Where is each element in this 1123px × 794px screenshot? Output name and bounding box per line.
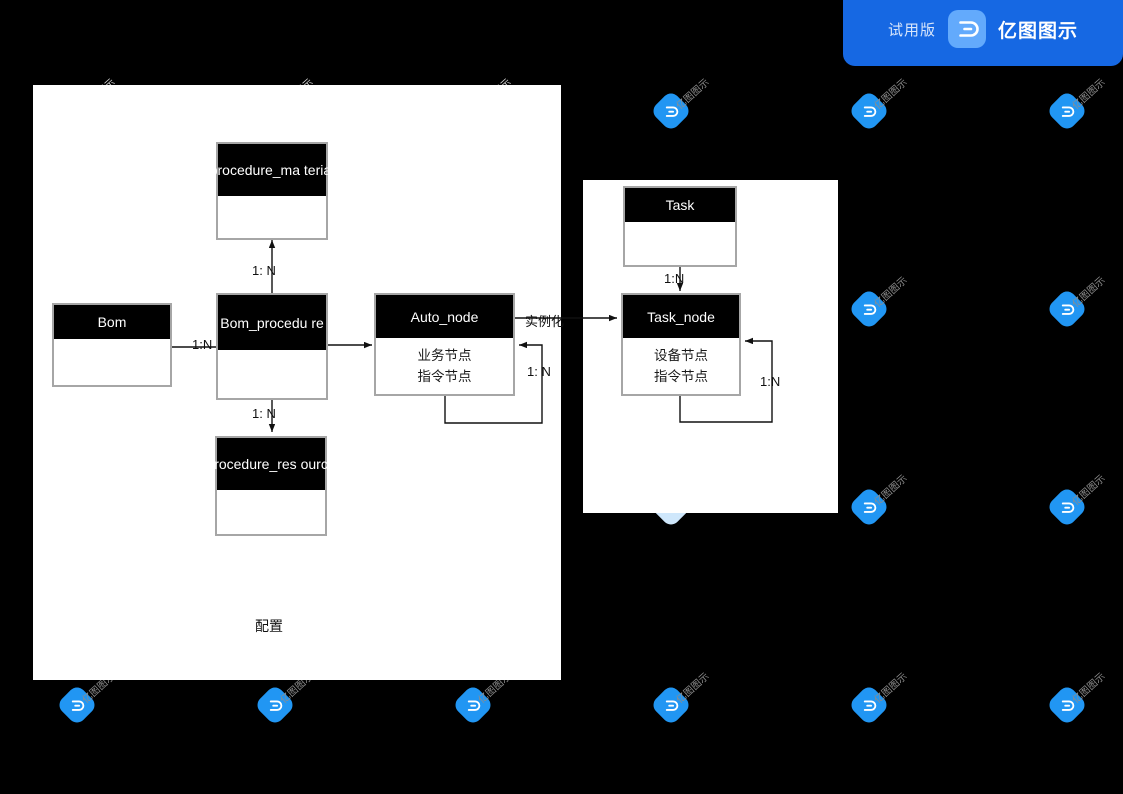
watermark: 亿图图示 bbox=[1045, 77, 1114, 133]
entity-task-node[interactable]: Task_node 设备节点 指令节点 bbox=[621, 293, 741, 396]
trial-banner[interactable]: 试用版 亿图图示 bbox=[843, 0, 1123, 66]
eddx-watermark-icon bbox=[1045, 89, 1089, 133]
entity-title-line1: Bom_procedu bbox=[220, 314, 308, 331]
eddx-watermark-icon bbox=[847, 89, 891, 133]
entity-body-line: 业务节点 bbox=[417, 348, 472, 363]
entity-body-line: 设备节点 bbox=[654, 348, 708, 363]
watermark: 亿图图示 bbox=[649, 671, 718, 727]
entity-header: Auto_node bbox=[376, 295, 513, 338]
entity-title-line1: procedure_ma bbox=[209, 162, 301, 178]
entity-title-line1: procedure_res bbox=[206, 456, 297, 472]
entity-header: procedure_ma terial bbox=[210, 144, 334, 196]
watermark: 亿图图示 bbox=[649, 77, 718, 133]
eddx-logo-icon bbox=[948, 10, 986, 48]
entity-title-line2: terial bbox=[303, 162, 335, 178]
watermark-text: 亿图图示 bbox=[674, 671, 712, 706]
watermark-text: 亿图图示 bbox=[674, 77, 712, 112]
watermark: 亿图图示 bbox=[1045, 275, 1114, 331]
entity-body-line: 指令节点 bbox=[654, 369, 708, 384]
entity-header: Task_node bbox=[623, 295, 739, 338]
watermark-text: 亿图图示 bbox=[872, 275, 910, 310]
entity-body bbox=[218, 350, 326, 398]
watermark: 亿图图示 bbox=[847, 275, 916, 331]
connector-label-task-to-task-node: 1:N bbox=[664, 271, 685, 286]
connector-label-instantiate: 实例化 bbox=[525, 314, 565, 329]
entity-body-line: 指令节点 bbox=[417, 369, 472, 384]
watermark: 亿图图示 bbox=[847, 671, 916, 727]
entity-body: 业务节点 指令节点 bbox=[376, 338, 513, 394]
entity-procedure-material[interactable]: procedure_ma terial bbox=[210, 142, 334, 240]
trial-label: 试用版 bbox=[887, 21, 936, 39]
entity-title: Bom bbox=[97, 314, 127, 330]
entity-body bbox=[625, 222, 735, 265]
connector-label-bom-to-bom-procedure: 1:N bbox=[192, 337, 213, 352]
entity-bom-procedure[interactable]: Bom_procedu re bbox=[216, 293, 328, 400]
eddx-watermark-icon bbox=[847, 287, 891, 331]
entity-body bbox=[217, 490, 325, 534]
entity-task[interactable]: Task bbox=[623, 186, 737, 267]
configuration-note-label: 配置 bbox=[255, 618, 283, 634]
connector-label-bom-procedure-material: 1: N bbox=[252, 263, 276, 278]
entity-procedure-resource[interactable]: procedure_res ource bbox=[206, 436, 336, 536]
eddx-watermark-icon bbox=[1045, 683, 1089, 727]
eddx-watermark-icon bbox=[451, 683, 495, 727]
eddx-watermark-icon bbox=[649, 683, 693, 727]
entity-header: Task bbox=[625, 188, 735, 222]
eddx-watermark-icon bbox=[847, 485, 891, 529]
entity-auto-node[interactable]: Auto_node 业务节点 指令节点 bbox=[374, 293, 515, 396]
watermark-text: 亿图图示 bbox=[1070, 77, 1108, 112]
eddx-watermark-icon bbox=[847, 683, 891, 727]
watermark-text: 亿图图示 bbox=[872, 77, 910, 112]
connector-label-auto-node-self: 1: N bbox=[527, 364, 551, 379]
entity-header: procedure_res ource bbox=[206, 438, 336, 490]
watermark: 亿图图示 bbox=[847, 77, 916, 133]
entity-title: Task_node bbox=[647, 308, 715, 325]
watermark-text: 亿图图示 bbox=[1070, 473, 1108, 508]
entity-header: Bom_procedu re bbox=[218, 295, 326, 350]
eddx-watermark-icon bbox=[1045, 287, 1089, 331]
entity-title: Auto_node bbox=[410, 308, 479, 325]
entity-body bbox=[218, 196, 326, 238]
watermark-text: 亿图图示 bbox=[1070, 275, 1108, 310]
watermark-text: 亿图图示 bbox=[872, 671, 910, 706]
entity-header: Bom bbox=[54, 305, 170, 339]
entity-body bbox=[54, 339, 170, 385]
watermark: 亿图图示 bbox=[451, 671, 520, 727]
watermark: 亿图图示 bbox=[253, 671, 322, 727]
watermark-text: 亿图图示 bbox=[872, 473, 910, 508]
eddx-watermark-icon bbox=[1045, 485, 1089, 529]
eddx-watermark-icon bbox=[253, 683, 297, 727]
entity-title-line2: re bbox=[311, 314, 324, 331]
watermark: 亿图图示 bbox=[1045, 671, 1114, 727]
connector-label-bom-procedure-resource: 1: N bbox=[252, 406, 276, 421]
entity-body: 设备节点 指令节点 bbox=[623, 338, 739, 394]
eddx-watermark-icon bbox=[55, 683, 99, 727]
watermark: 亿图图示 bbox=[1045, 473, 1114, 529]
brand-name: 亿图图示 bbox=[998, 20, 1079, 42]
entity-title: Task bbox=[665, 197, 695, 213]
watermark: 亿图图示 bbox=[55, 671, 124, 727]
connector-label-task-node-self: 1:N bbox=[760, 374, 781, 389]
entity-bom[interactable]: Bom bbox=[52, 303, 172, 387]
eddx-watermark-icon bbox=[649, 89, 693, 133]
watermark: 亿图图示 bbox=[847, 473, 916, 529]
watermark-text: 亿图图示 bbox=[1070, 671, 1108, 706]
entity-title-line2: ource bbox=[300, 456, 336, 472]
